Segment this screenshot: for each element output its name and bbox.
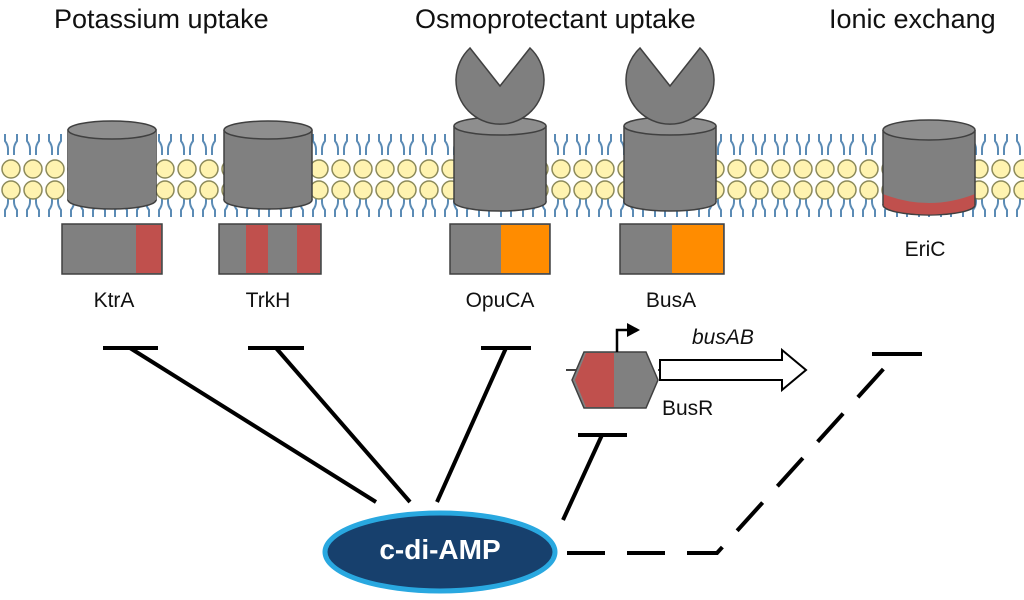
label-busa: BusA: [645, 289, 697, 312]
opuca-transporter: [449, 46, 551, 275]
inhibition-lines: [103, 346, 922, 555]
promoter-arrow: [615, 328, 628, 352]
c-di-amp-node: [322, 510, 558, 594]
label-trkh: TrkH: [245, 289, 291, 312]
trkh-transporter: [218, 120, 322, 275]
opuca-orange-domain: [501, 225, 549, 273]
trkh-red-domain-1: [246, 225, 268, 273]
header-potassium-uptake: Potassium uptake: [54, 4, 269, 34]
opuca-binding-protein: [455, 46, 545, 125]
promoter-arrow-head: [627, 323, 640, 337]
ktra-red-domain: [136, 225, 161, 273]
trkh-red-domain-2: [297, 225, 320, 273]
label-c-di-amp: c-di-AMP: [379, 534, 501, 565]
label-eric: EriC: [904, 238, 946, 261]
busr-regulator: [566, 351, 666, 409]
busab-operon-arrow: [659, 347, 808, 393]
busa-transporter: [619, 46, 725, 275]
label-ktra: KtrA: [93, 289, 135, 312]
label-busab-gene: busAB: [692, 326, 754, 349]
header-osmoprotectant-uptake: Osmoprotectant uptake: [415, 4, 696, 34]
label-opuca: OpuCA: [465, 289, 535, 312]
busa-binding-protein: [625, 46, 715, 125]
header-ionic-exchange: Ionic exchang: [829, 4, 996, 34]
label-busr: BusR: [662, 397, 714, 420]
ktra-transporter: [61, 120, 163, 275]
busa-orange-domain: [672, 225, 723, 273]
eric-transporter: [882, 119, 976, 216]
